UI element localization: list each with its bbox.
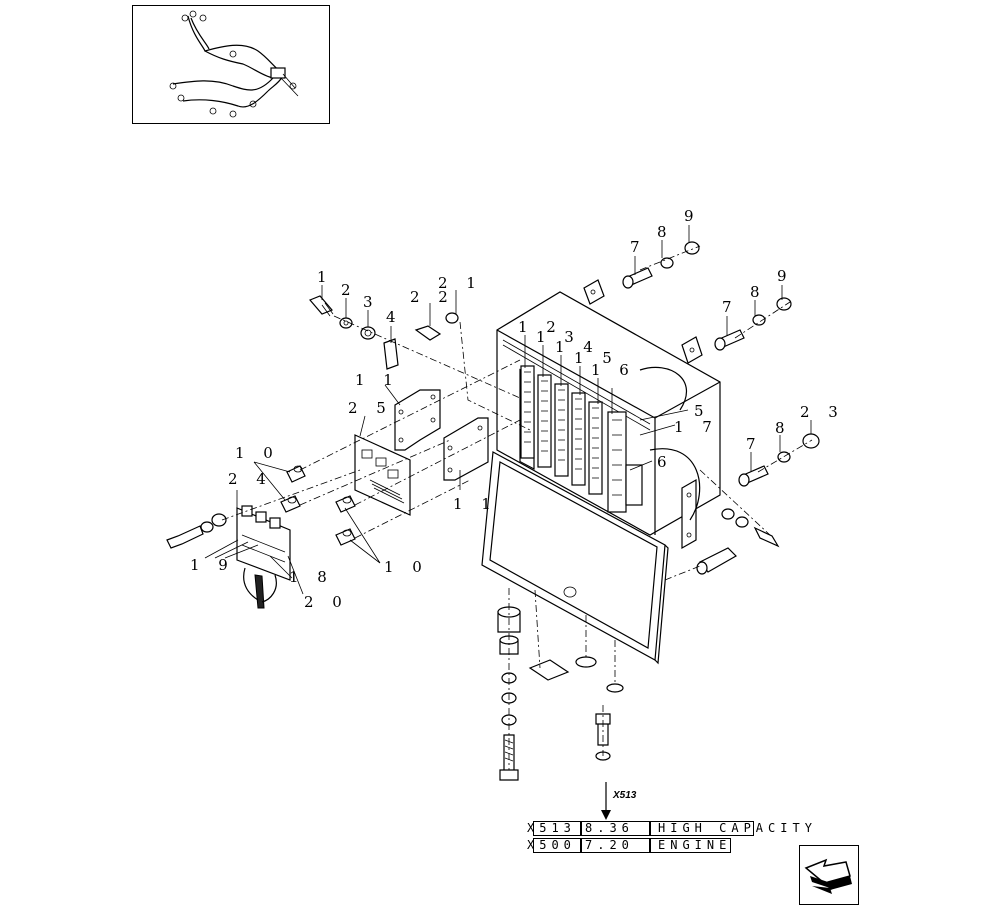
callout-11-lower: 1 1 <box>453 495 498 513</box>
next-page-arrow-icon <box>804 858 852 894</box>
callout-18: 1 8 <box>289 568 334 586</box>
bottom-mount-stack <box>497 606 624 781</box>
callout-14: 1 4 <box>555 338 600 356</box>
callout-9-top: 9 <box>684 207 701 225</box>
callout-10-upper: 1 0 <box>235 444 280 462</box>
ref-desc: ENGINE <box>658 838 732 852</box>
callout-3: 3 <box>363 293 380 311</box>
callout-5: 5 <box>694 402 711 420</box>
callouts: 1 2 3 4 2 2 2 1 1 1 2 5 1 0 2 4 1 9 1 8 … <box>190 207 845 611</box>
callout-11-upper: 1 1 <box>355 371 400 389</box>
callout-1: 1 <box>317 268 334 286</box>
ref-desc-box <box>650 838 731 853</box>
callout-12: 1 2 <box>518 318 563 336</box>
callout-8-low: 8 <box>775 419 792 437</box>
ref-code-box <box>533 838 581 853</box>
fastener-set-left <box>166 513 227 549</box>
reference-arrow-label: X513 <box>612 790 637 801</box>
callout-7-low: 7 <box>746 435 763 453</box>
thumbnail-frame <box>132 5 330 124</box>
callout-8-top: 8 <box>657 223 674 241</box>
callout-22: 2 2 <box>410 288 455 306</box>
callout-16a: 1 6 <box>591 361 636 379</box>
callout-21: 2 1 <box>438 274 483 292</box>
callout-6: 6 <box>657 453 674 471</box>
fastener-set-right <box>622 241 820 575</box>
ref-code[interactable]: X513 <box>527 821 576 835</box>
callout-7-mid: 7 <box>722 298 739 316</box>
ref-desc-box <box>650 821 754 836</box>
callout-8-mid: 8 <box>750 283 767 301</box>
relay-block <box>236 505 291 609</box>
callout-20: 2 0 <box>304 593 349 611</box>
fastener-set-top-left <box>308 295 459 370</box>
callout-24: 2 4 <box>228 470 273 488</box>
bracket-upper <box>394 389 441 451</box>
ref-value-box <box>581 821 650 836</box>
callout-25: 2 5 <box>348 399 393 417</box>
ref-desc: HIGH CAPACITY <box>658 821 817 835</box>
connector-stack <box>519 365 643 513</box>
callout-17: 1 7 <box>674 418 719 436</box>
callout-9-mid: 9 <box>777 267 794 285</box>
wiring-harness-icon <box>169 10 299 118</box>
ref-value: 8.36 <box>585 821 634 835</box>
assembly-lines <box>221 245 813 770</box>
callout-13: 1 3 <box>536 328 581 346</box>
callout-4: 4 <box>386 308 403 326</box>
callout-23: 2 3 <box>800 403 845 421</box>
ref-value: 7.20 <box>585 838 634 852</box>
next-page-button[interactable] <box>799 845 859 905</box>
bracket-lower <box>443 417 489 481</box>
leader-lines <box>204 225 812 595</box>
callout-7-top: 7 <box>630 238 647 256</box>
spacers <box>280 465 356 546</box>
callout-15: 1 5 <box>574 349 619 367</box>
callout-2: 2 <box>341 281 358 299</box>
ref-code-box <box>533 821 581 836</box>
callout-19: 1 9 <box>190 556 235 574</box>
callout-10-lower: 1 0 <box>384 558 429 576</box>
reference-arrow: X513 <box>601 782 637 820</box>
cover-panel <box>481 451 669 665</box>
ref-code[interactable]: X500 <box>527 838 576 852</box>
ref-value-box <box>581 838 650 853</box>
